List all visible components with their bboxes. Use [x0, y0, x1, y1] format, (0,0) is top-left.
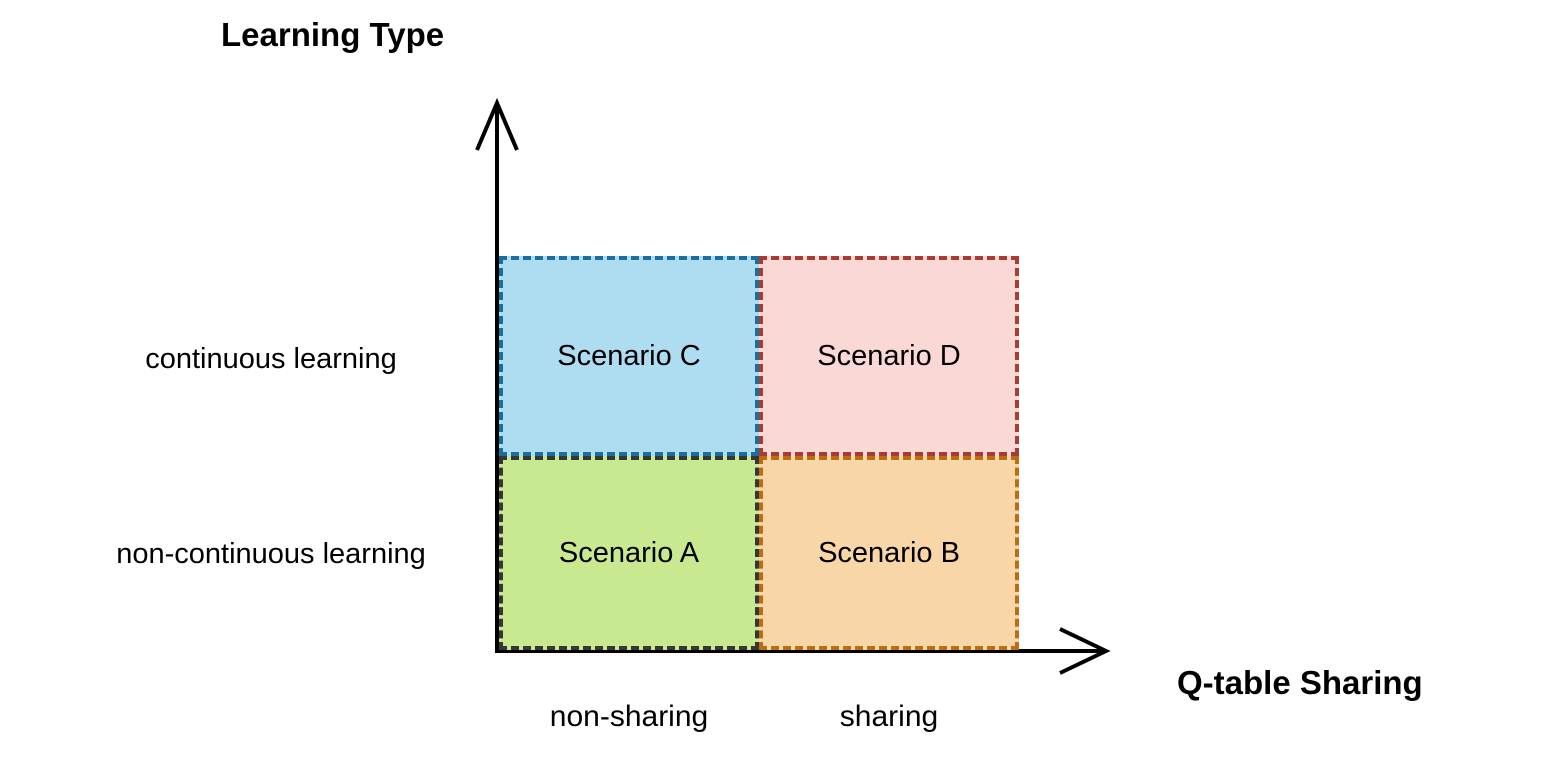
quadrant-scenario-c: Scenario C: [499, 256, 759, 456]
quadrant-scenario-d: Scenario D: [759, 256, 1019, 456]
x-label-non-sharing: non-sharing: [549, 700, 709, 733]
y-axis-arrowhead-icon: [475, 97, 519, 151]
y-label-continuous-learning: continuous learning: [145, 343, 397, 375]
quadrant-label-scenario-a: Scenario A: [558, 536, 700, 569]
quadrant-label-scenario-d: Scenario D: [817, 339, 961, 372]
x-axis-arrowhead-icon: [1059, 627, 1111, 675]
quadrant-label-scenario-b: Scenario B: [818, 536, 960, 569]
y-axis-title: Learning Type: [221, 16, 445, 53]
y-label-non-continuous-learning: non-continuous learning: [116, 538, 426, 570]
x-axis-title: Q-table Sharing: [1177, 664, 1423, 701]
quadrant-scenario-b: Scenario B: [759, 456, 1019, 650]
quadrant-label-scenario-c: Scenario C: [557, 339, 701, 372]
quadrant-scenario-a: Scenario A: [499, 456, 759, 650]
x-label-sharing: sharing: [839, 700, 939, 733]
